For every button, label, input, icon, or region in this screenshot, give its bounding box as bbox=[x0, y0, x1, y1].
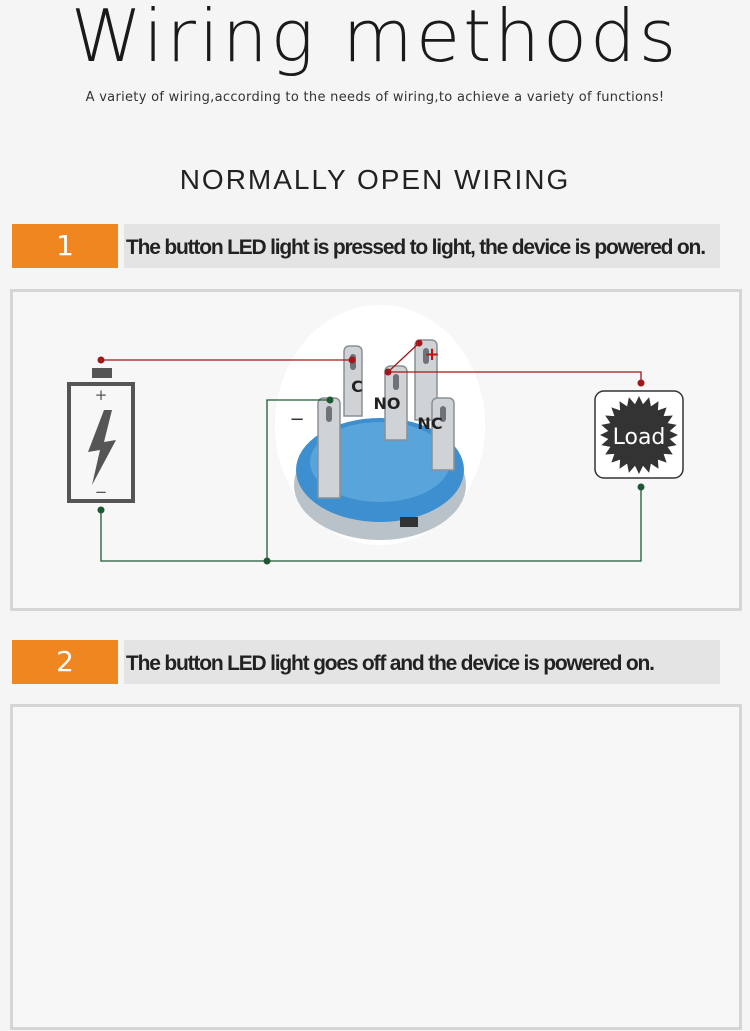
step-2-banner: 2 The button LED light goes off and the … bbox=[12, 640, 720, 684]
connection-dot bbox=[384, 368, 392, 376]
connection-dot bbox=[415, 339, 423, 347]
step-number: 1 bbox=[12, 224, 118, 268]
step-description: The button LED light is pressed to light… bbox=[124, 224, 720, 268]
connection-dot bbox=[326, 396, 334, 404]
load-icon bbox=[594, 390, 684, 479]
page-title: Wiring methods bbox=[70, 0, 680, 78]
negative-wire bbox=[100, 399, 642, 562]
led-plus-label: + bbox=[424, 344, 439, 365]
page-subtitle: A variety of wiring,according to the nee… bbox=[85, 90, 665, 105]
step-number: 2 bbox=[12, 640, 118, 684]
positive-wire bbox=[101, 342, 642, 383]
step-1-banner: 1 The button LED light is pressed to lig… bbox=[12, 224, 720, 268]
terminal-c-label: C bbox=[351, 377, 363, 396]
section-heading: NORMALLY OPEN WIRING bbox=[179, 164, 571, 195]
wiring-diagram-svg: + − Load C NO NC + − bbox=[67, 305, 684, 565]
terminal-no-label: NO bbox=[374, 394, 401, 413]
wiring-diagram-1: + − Load C NO NC + − bbox=[10, 289, 742, 611]
wiring-diagram-svg: + − Load C NO NC + − bbox=[67, 305, 684, 565]
led-minus-label: − bbox=[289, 409, 304, 430]
connection-dot bbox=[97, 356, 105, 364]
connection-dot bbox=[637, 483, 645, 491]
battery-icon bbox=[67, 368, 135, 503]
step-description: The button LED light goes off and the de… bbox=[124, 640, 720, 684]
connection-dot bbox=[97, 506, 105, 514]
battery-plus-label: + bbox=[95, 386, 108, 404]
connection-dot bbox=[263, 557, 271, 565]
load-label: Load bbox=[613, 425, 666, 450]
switch-image bbox=[294, 339, 466, 540]
connection-dot bbox=[348, 356, 356, 364]
wiring-diagram-2: + − Load C NO NC + − bbox=[10, 305, 742, 1030]
terminal-nc-label: NC bbox=[417, 414, 442, 433]
battery-minus-label: − bbox=[95, 483, 108, 501]
connection-dot bbox=[637, 379, 645, 387]
